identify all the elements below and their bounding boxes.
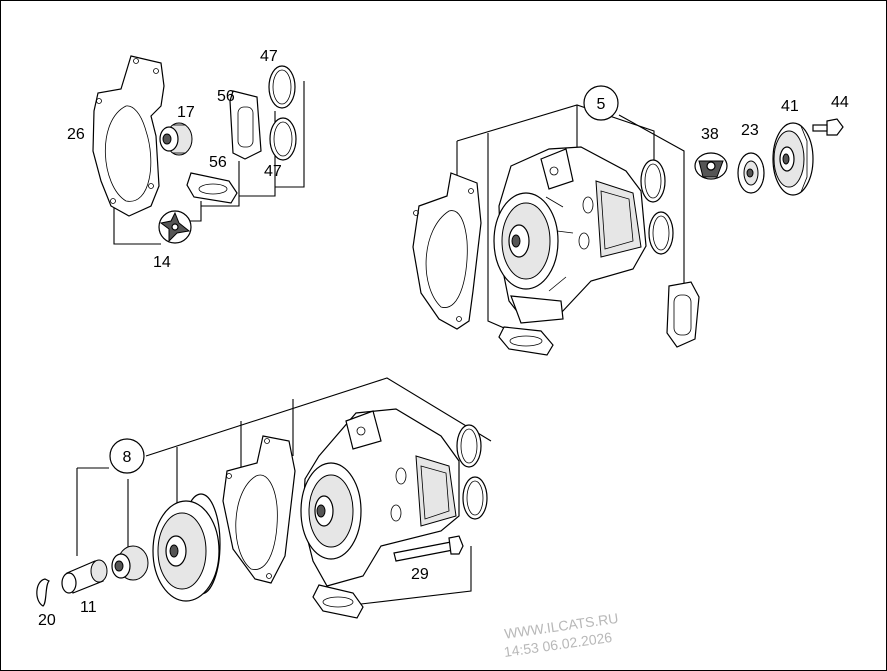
o-ring-right-upper[interactable] bbox=[640, 159, 666, 203]
o-ring-bottom-upper[interactable] bbox=[456, 424, 482, 468]
seal-17[interactable] bbox=[159, 122, 193, 156]
callout-5[interactable]: 5 bbox=[583, 85, 619, 121]
label-14[interactable]: 14 bbox=[153, 254, 171, 271]
gasket-56-tall[interactable] bbox=[229, 90, 262, 160]
bolt-44[interactable] bbox=[812, 118, 844, 136]
label-11[interactable]: 11 bbox=[80, 599, 97, 616]
label-20[interactable]: 20 bbox=[38, 612, 56, 629]
gasket-housing-bottom[interactable] bbox=[222, 435, 296, 584]
impeller-14[interactable] bbox=[158, 210, 192, 244]
label-17[interactable]: 17 bbox=[177, 104, 195, 121]
label-23[interactable]: 23 bbox=[741, 122, 759, 139]
label-41[interactable]: 41 bbox=[781, 98, 799, 115]
water-pump-housing-5[interactable] bbox=[493, 146, 647, 324]
gasket-flange-lower[interactable] bbox=[498, 326, 554, 356]
bolt-29[interactable] bbox=[393, 535, 464, 562]
label-44[interactable]: 44 bbox=[831, 94, 849, 111]
pulley-41[interactable] bbox=[772, 122, 814, 196]
gasket-26[interactable] bbox=[92, 55, 165, 217]
label-26[interactable]: 26 bbox=[67, 126, 85, 143]
o-ring-right-lower[interactable] bbox=[648, 211, 674, 255]
label-56-lower[interactable]: 56 bbox=[209, 154, 227, 171]
circlip-20[interactable] bbox=[36, 578, 51, 607]
o-ring-bottom-lower[interactable] bbox=[462, 476, 488, 520]
label-29[interactable]: 29 bbox=[411, 566, 429, 583]
label-47-lower[interactable]: 47 bbox=[264, 163, 282, 180]
gasket-flange-bottom[interactable] bbox=[312, 584, 364, 619]
seal-8[interactable] bbox=[111, 545, 149, 581]
hub-23[interactable] bbox=[737, 152, 765, 194]
label-38[interactable]: 38 bbox=[701, 126, 719, 143]
pulley-bottom[interactable] bbox=[152, 493, 221, 602]
callout-8-text: 8 bbox=[123, 449, 132, 466]
callout-8[interactable]: 8 bbox=[109, 438, 145, 474]
o-ring-47-lower[interactable] bbox=[269, 117, 297, 161]
bearing-11[interactable] bbox=[61, 559, 108, 594]
o-ring-47-upper[interactable] bbox=[268, 65, 296, 109]
label-56-upper[interactable]: 56 bbox=[217, 88, 235, 105]
thermostat-38[interactable] bbox=[694, 152, 728, 180]
label-47-upper[interactable]: 47 bbox=[260, 48, 278, 65]
water-pump-housing-8[interactable] bbox=[300, 408, 460, 587]
gasket-housing-right[interactable] bbox=[412, 172, 482, 330]
gasket-tall-right[interactable] bbox=[666, 281, 700, 348]
watermark: WWW.ILCATS.RU 14:53 06.02.2026 bbox=[503, 610, 619, 660]
group-8-leader-lines bbox=[76, 377, 492, 605]
gasket-56-small[interactable] bbox=[186, 172, 238, 204]
callout-5-text: 5 bbox=[597, 96, 606, 113]
